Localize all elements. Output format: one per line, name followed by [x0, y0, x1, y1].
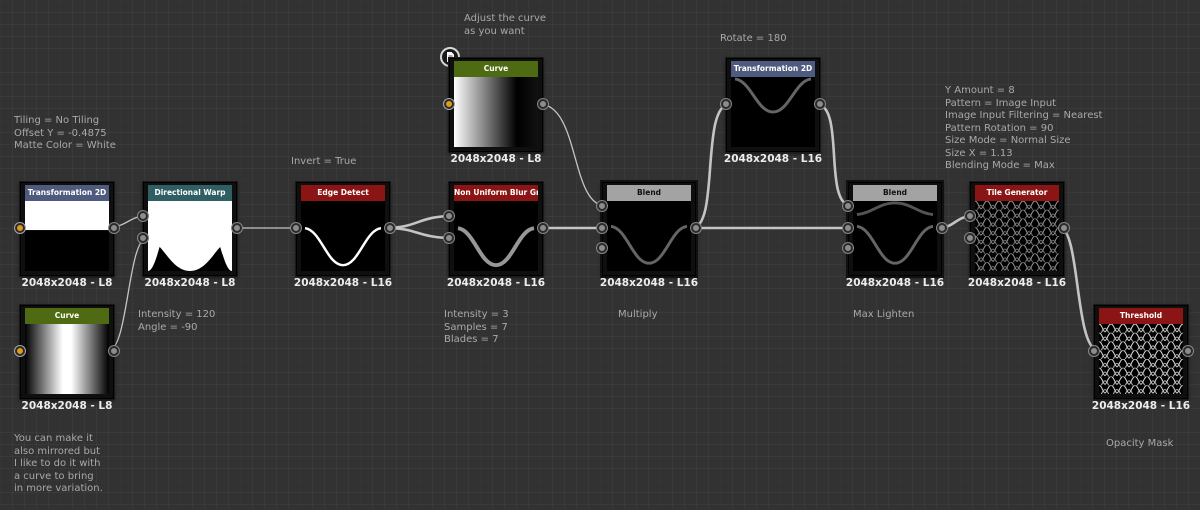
- node-title: Tile Generator: [975, 185, 1059, 201]
- output-port[interactable]: [538, 223, 548, 233]
- node-title: Curve: [454, 61, 538, 77]
- comment-multiply: Multiply: [618, 309, 658, 320]
- node-blend-multiply[interactable]: Blend 2048x2048 - L16: [597, 182, 701, 289]
- comment-max-lighten: Max Lighten: [853, 309, 915, 320]
- node-resolution: 2048x2048 - L16: [446, 277, 546, 289]
- input-port-2[interactable]: [965, 233, 975, 243]
- node-resolution: 2048x2048 - L16: [293, 277, 393, 289]
- node-resolution: 2048x2048 - L16: [1091, 400, 1191, 412]
- input-port[interactable]: [15, 223, 25, 233]
- output-port[interactable]: [1059, 223, 1069, 233]
- link-edge-blur-top: [384, 214, 455, 230]
- node-title: Transformation 2D: [25, 185, 109, 201]
- output-port[interactable]: [815, 99, 825, 109]
- node-resolution: 2048x2048 - L16: [599, 277, 699, 289]
- node-blend-max-lighten[interactable]: Blend 2048x2048 - L16: [843, 182, 947, 289]
- comment-warp-params: Intensity = 120 Angle = -90: [138, 309, 216, 333]
- input-port[interactable]: [444, 99, 454, 109]
- output-port[interactable]: [109, 223, 119, 233]
- node-resolution: 2048x2048 - L8: [144, 277, 236, 289]
- node-edge-detect[interactable]: Edge Detect 2048x2048 - L16: [291, 182, 395, 289]
- output-port[interactable]: [937, 223, 947, 233]
- node-resolution: 2048x2048 - L16: [723, 153, 823, 165]
- node-thumbnail: [25, 201, 109, 271]
- input-port-1[interactable]: [138, 211, 148, 221]
- node-resolution: 2048x2048 - L16: [845, 277, 945, 289]
- output-port[interactable]: [1183, 346, 1193, 356]
- node-thumbnail: [148, 201, 232, 271]
- output-port[interactable]: [232, 223, 242, 233]
- node-threshold[interactable]: Threshold 2048x2048 - L16: [1089, 305, 1193, 412]
- node-transformation-2d-rotate[interactable]: Transformation 2D 2048x2048 - L16: [721, 58, 825, 165]
- input-port[interactable]: [15, 346, 25, 356]
- input-port-1[interactable]: [444, 211, 454, 221]
- output-port[interactable]: [538, 99, 548, 109]
- comment-invert: Invert = True: [291, 156, 357, 167]
- input-port[interactable]: [1089, 346, 1099, 356]
- node-transformation-2d[interactable]: Transformation 2D 2048x2048 - L8: [15, 182, 119, 289]
- node-resolution: 2048x2048 - L16: [967, 277, 1067, 289]
- comment-mirror-note: You can make it also mirrored but I like…: [14, 433, 103, 494]
- node-thumbnail: [25, 324, 109, 394]
- node-directional-warp[interactable]: Directional Warp 2048x2048 - L8: [138, 182, 242, 289]
- input-port-1[interactable]: [843, 201, 853, 211]
- node-thumbnail: [853, 201, 937, 271]
- input-port-3[interactable]: [843, 243, 853, 253]
- input-port[interactable]: [291, 223, 301, 233]
- node-thumbnail: [607, 201, 691, 271]
- node-title: Blend: [853, 185, 937, 201]
- link-curve2-blend1: [538, 103, 607, 207]
- output-port[interactable]: [385, 223, 395, 233]
- link-edge-blur-bottom: [384, 226, 455, 240]
- input-port-1[interactable]: [965, 211, 975, 221]
- input-port[interactable]: [721, 99, 731, 109]
- node-thumbnail: [975, 201, 1059, 271]
- comment-blur-params: Intensity = 3 Samples = 7 Blades = 7: [444, 309, 509, 345]
- node-resolution: 2048x2048 - L8: [21, 400, 113, 412]
- input-port-2[interactable]: [444, 233, 454, 243]
- comment-tiling: Tiling = No Tiling Offset Y = -0.4875 Ma…: [14, 115, 116, 151]
- input-port-3[interactable]: [597, 243, 607, 253]
- input-port-2[interactable]: [138, 233, 148, 243]
- node-curve-adjust[interactable]: Curve 2048x2048 - L8: [444, 58, 548, 165]
- node-thumbnail: [731, 77, 815, 147]
- node-title: Threshold: [1099, 308, 1183, 324]
- node-thumbnail: [301, 201, 385, 271]
- node-title: Non Uniform Blur Gray...: [454, 185, 538, 201]
- node-non-uniform-blur[interactable]: Non Uniform Blur Gray... 2048x2048 - L16: [444, 182, 548, 289]
- link-tile-threshold: [1058, 226, 1100, 352]
- comment-adjust-curve: Adjust the curve as you want: [464, 13, 547, 37]
- node-title: Directional Warp: [148, 185, 232, 201]
- node-title: Curve: [25, 308, 109, 324]
- output-port[interactable]: [109, 346, 119, 356]
- input-port-2[interactable]: [597, 223, 607, 233]
- input-port-1[interactable]: [597, 201, 607, 211]
- node-title: Blend: [607, 185, 691, 201]
- comment-opacity-mask: Opacity Mask: [1106, 438, 1174, 449]
- node-thumbnail: [454, 201, 538, 271]
- output-port[interactable]: [691, 223, 701, 233]
- node-thumbnail: [1099, 324, 1183, 394]
- node-title: Edge Detect: [301, 185, 385, 201]
- link-blend1-transform2: [690, 102, 732, 230]
- node-thumbnail: [454, 77, 538, 147]
- node-curve[interactable]: Curve 2048x2048 - L8: [15, 305, 119, 412]
- node-resolution: 2048x2048 - L8: [21, 277, 113, 289]
- comment-rotate: Rotate = 180: [720, 33, 787, 44]
- node-title: Transformation 2D: [731, 61, 815, 77]
- node-tile-generator[interactable]: Tile Generator 2048x2048 - L16: [965, 182, 1069, 289]
- node-resolution: 2048x2048 - L8: [450, 153, 542, 165]
- comment-tile-params: Y Amount = 8 Pattern = Image Input Image…: [945, 85, 1103, 171]
- input-port-2[interactable]: [843, 223, 853, 233]
